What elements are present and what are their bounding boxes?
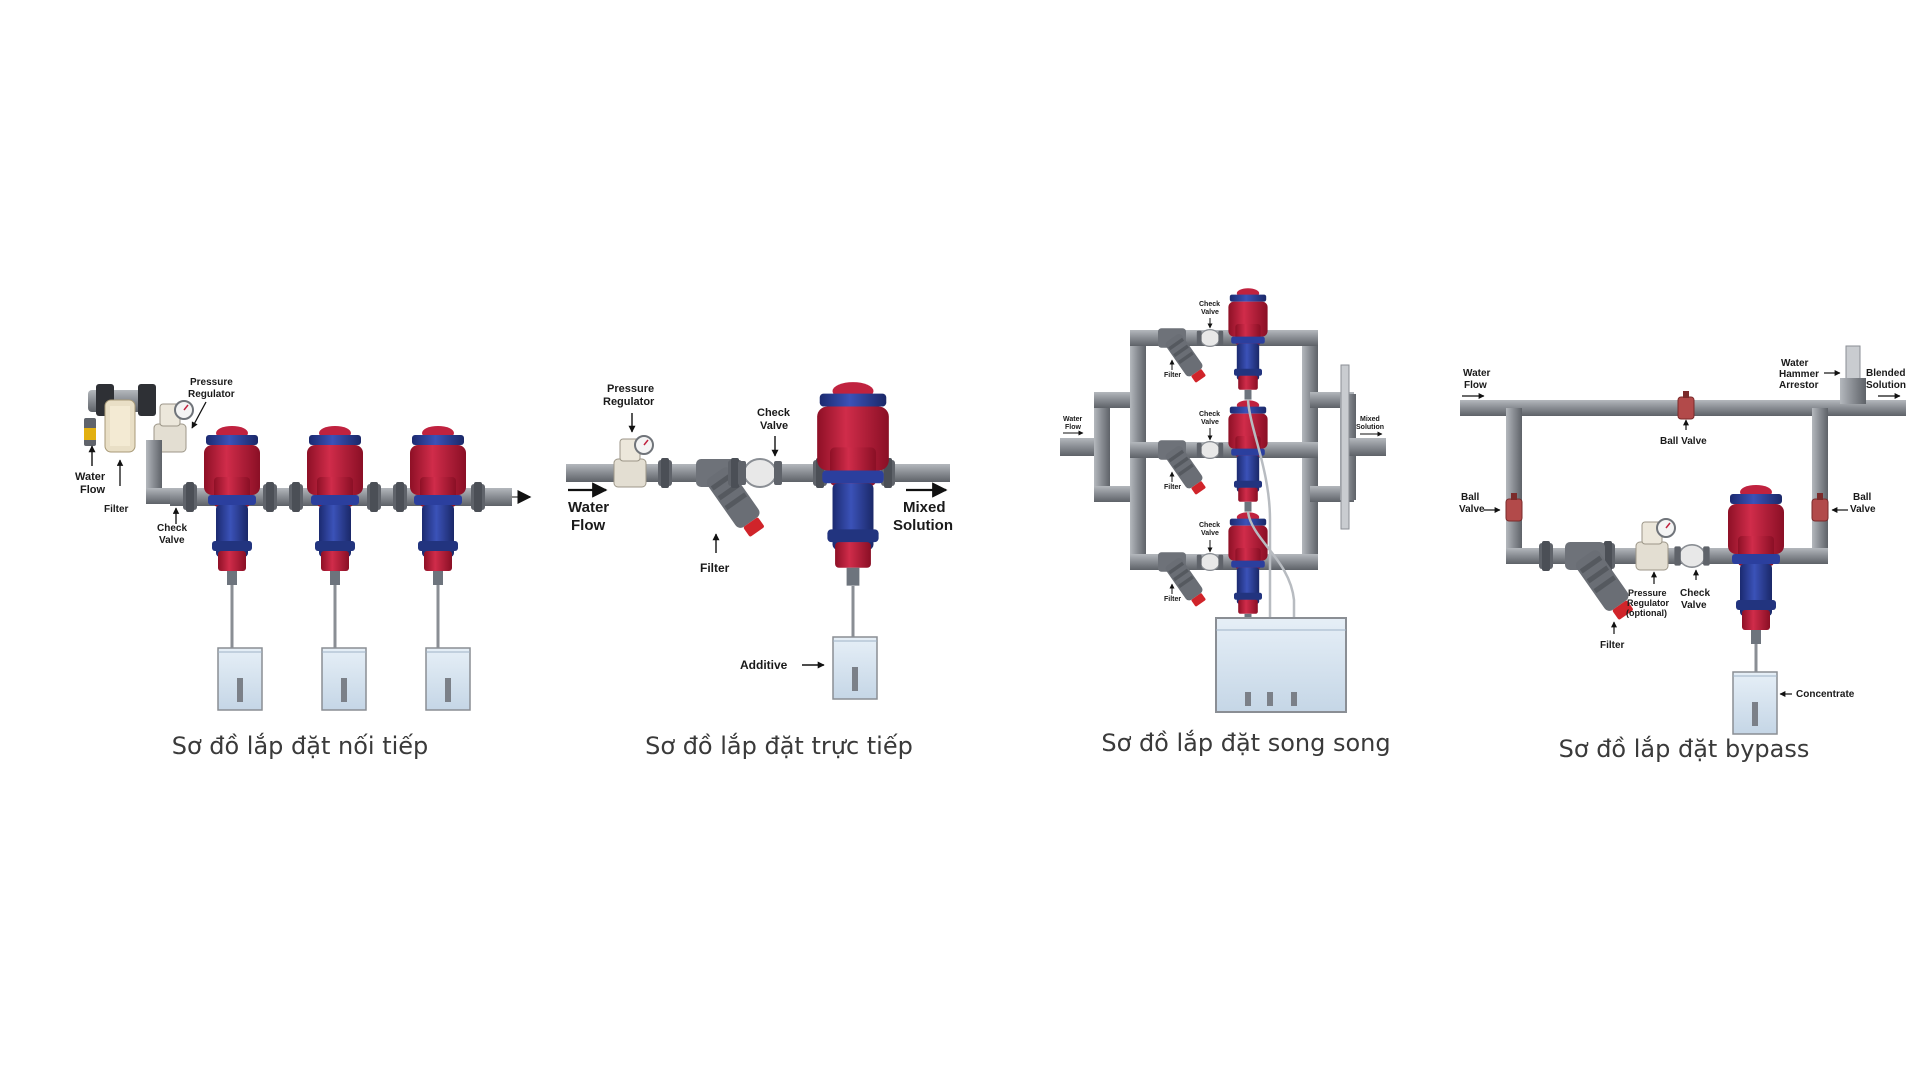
label-filter: Filter [104,504,129,515]
label-filter: Filter [1600,640,1625,651]
label-ball-valve-top: Ball Valve [1660,436,1707,447]
label-filter-1: Filter [1164,372,1181,379]
caption-direct: Sơ đồ lắp đặt trực tiếp [645,731,913,760]
label-filter-3: Filter [1164,596,1181,603]
label-additive: Additive [740,658,788,672]
caption-parallel: Sơ đồ lắp đặt song song [1101,728,1390,757]
label-filter: Filter [700,561,730,575]
caption-series: Sơ đồ lắp đặt nối tiếp [172,731,429,760]
label-concentrate: Concentrate [1796,689,1855,700]
caption-bypass: Sơ đồ lắp đặt bypass [1559,734,1810,763]
label-filter-2: Filter [1164,484,1181,491]
